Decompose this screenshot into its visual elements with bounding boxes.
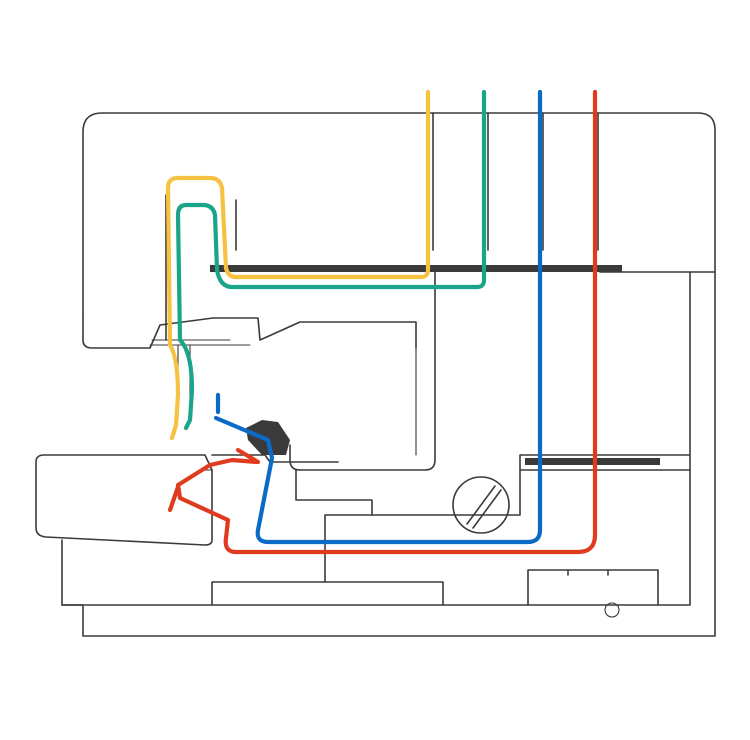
head-front bbox=[83, 315, 416, 348]
tension-bar-lower bbox=[525, 458, 660, 465]
right-column bbox=[520, 272, 690, 470]
presser-foot bbox=[246, 420, 290, 455]
thread-guide-dividers bbox=[433, 113, 598, 250]
machine-body bbox=[36, 113, 715, 636]
adjustment-knob bbox=[453, 477, 509, 533]
front-cover-recess bbox=[290, 272, 435, 470]
bottom-drawer bbox=[528, 570, 658, 605]
thread-blue-path bbox=[216, 92, 540, 542]
tension-bar-upper bbox=[210, 265, 622, 272]
